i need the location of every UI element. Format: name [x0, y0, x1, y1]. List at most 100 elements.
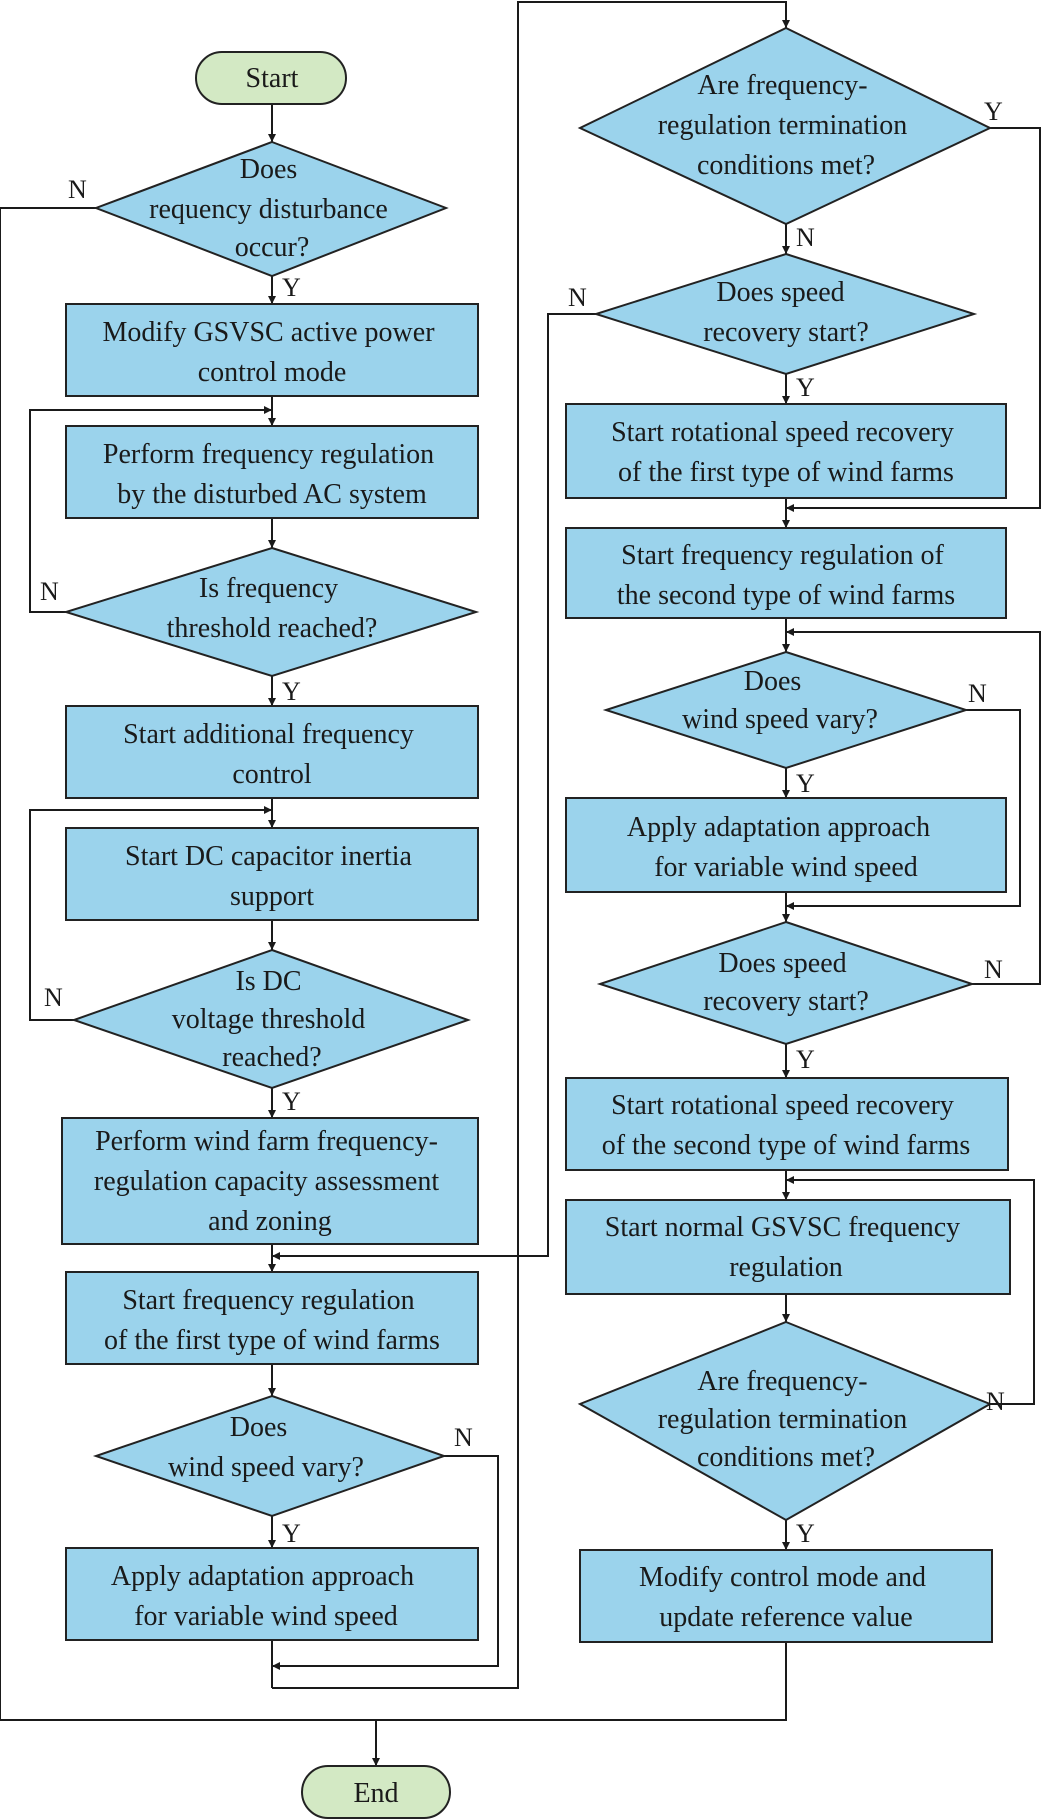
speed-recov-1-line-1: Does speed: [716, 277, 844, 308]
process-modify-gsvsc: [65, 303, 479, 397]
svg-text:Does wind speed vary?: Does wind speed vary?: [168, 1412, 364, 1483]
normal-line-2: regulation: [729, 1252, 843, 1283]
decision-term-2: [577, 1320, 993, 1522]
disturb-line-3: occur?: [235, 232, 310, 263]
edge-speedrecov1-no: [272, 313, 596, 1260]
branch-labels: N Y N Y N Y N Y Y N N Y N Y N Y N Y: [40, 97, 1005, 1548]
assess-line-3: and zoning: [208, 1206, 332, 1237]
branch-no: N: [968, 679, 987, 708]
svg-text:Start additional frequency: Start additional frequency control: [123, 719, 421, 790]
additional-line-2: control: [232, 759, 312, 790]
rot-second-line-2: of the second type of wind farms: [602, 1130, 971, 1161]
decision-freq-threshold: [62, 546, 480, 678]
rot-first-line-1: Start rotational speed recovery: [611, 417, 954, 448]
wind-vary-2-line-1: Does: [744, 666, 802, 697]
process-assess-zoning: [61, 1117, 479, 1245]
disturb-line-1: Does: [240, 154, 298, 185]
decision-term-1: [577, 26, 993, 226]
process-apply-adapt-1: [65, 1547, 479, 1641]
assess-line-2: regulation capacity assessment: [94, 1166, 439, 1197]
decision-dc-voltage: [70, 948, 472, 1090]
decision-speed-recov-1: [592, 252, 978, 376]
branch-yes: Y: [984, 97, 1003, 126]
branch-yes: Y: [796, 769, 815, 798]
process-start-additional: [65, 705, 479, 799]
svg-text:Are frequency- regulatio: Are frequency- regulation termination co…: [658, 1366, 915, 1473]
modify-gsvsc-line-2: control mode: [198, 357, 347, 388]
branch-no: N: [44, 983, 63, 1012]
branch-no: N: [796, 223, 815, 252]
svg-text:Apply adaptation approach: Apply adaptation approach for variable w…: [627, 812, 937, 883]
speed-recov-2-line-2: recovery start?: [703, 986, 869, 1017]
branch-yes: Y: [282, 273, 301, 302]
svg-text:Start rotational speed recover: Start rotational speed recovery of the f…: [611, 417, 961, 488]
svg-text:N: N: [968, 679, 987, 708]
apply-1-line-1: Apply adaptation approach: [111, 1561, 414, 1592]
dc-cap-line-1: Start DC capacitor inertia: [125, 841, 412, 872]
edge-disturb-no: [0, 207, 380, 1766]
branch-yes: Y: [796, 373, 815, 402]
process-start-rot-first: [565, 403, 1007, 499]
svg-text:Does speed recovery star: Does speed recovery start?: [703, 948, 869, 1017]
svg-text:Perform frequency regulation: Perform frequency regulation by the dist…: [103, 439, 441, 510]
edge-speedrecov2-no: [786, 628, 1041, 985]
svg-text:End: End: [353, 1778, 398, 1809]
svg-text:N: N: [984, 955, 1003, 984]
end-label: End: [353, 1778, 398, 1809]
term-2-line-1: Are frequency-: [697, 1366, 867, 1397]
normal-line-1: Start normal GSVSC frequency: [605, 1212, 960, 1243]
shapes: [61, 26, 1011, 1819]
svg-text:Start: Start: [246, 63, 299, 94]
start-label: Start: [246, 63, 299, 94]
svg-text:Y: Y: [796, 373, 815, 402]
svg-text:Start frequency regulation: Start frequency regulation of the first …: [104, 1285, 440, 1356]
start-terminal: [195, 51, 347, 105]
branch-yes: Y: [796, 1519, 815, 1548]
end-terminal: [301, 1765, 451, 1819]
term-2-line-3: conditions met?: [697, 1442, 875, 1473]
modify-control-line-2: update reference value: [659, 1602, 912, 1633]
branch-yes: Y: [282, 677, 301, 706]
apply-1-line-2: for variable wind speed: [134, 1601, 398, 1632]
svg-text:Is frequency threshold r: Is frequency threshold reached?: [167, 573, 378, 644]
svg-text:Is DC voltage threshold: Is DC voltage threshold reached?: [172, 966, 373, 1073]
svg-text:Apply adaptation approach: Apply adaptation approach for variable w…: [111, 1561, 421, 1632]
branch-yes: Y: [796, 1045, 815, 1074]
freq-threshold-line-2: threshold reached?: [167, 613, 378, 644]
rot-second-line-1: Start rotational speed recovery: [611, 1090, 954, 1121]
svg-text:Start normal GSVSC frequency: Start normal GSVSC frequency regulation: [605, 1212, 967, 1283]
speed-recov-2-line-1: Does speed: [718, 948, 846, 979]
dc-cap-line-2: support: [230, 881, 314, 912]
branch-no: N: [68, 175, 87, 204]
svg-text:N: N: [454, 1423, 473, 1452]
svg-text:N: N: [986, 1387, 1005, 1416]
svg-text:Y: Y: [796, 1519, 815, 1548]
edge-term1-yes: [786, 127, 1041, 512]
svg-text:Y: Y: [282, 1087, 301, 1116]
edge-windvary1-no: [272, 1455, 499, 1670]
term-1-line-1: Are frequency-: [697, 70, 867, 101]
svg-text:Y: Y: [282, 273, 301, 302]
freq-second-line-1: Start frequency regulation of: [621, 540, 944, 571]
branch-no: N: [984, 955, 1003, 984]
edge-dcthreshold-no-loop: [29, 806, 272, 1021]
edge-threshold-no-loop: [29, 406, 272, 613]
branch-no: N: [568, 283, 587, 312]
dc-voltage-line-2: voltage threshold: [172, 1004, 366, 1035]
process-start-rot-second: [565, 1077, 1009, 1171]
dc-voltage-line-1: Is DC: [235, 966, 301, 997]
svg-text:Perform wind farm frequency-: Perform wind farm frequency- regulation …: [94, 1126, 446, 1237]
edge-term2-no: [786, 1176, 1035, 1405]
term-1-line-3: conditions met?: [697, 150, 875, 181]
assess-line-1: Perform wind farm frequency-: [95, 1126, 438, 1157]
svg-text:Does speed recovery star: Does speed recovery start?: [703, 277, 869, 348]
svg-text:Modify control mode and: Modify control mode and update reference…: [639, 1562, 933, 1633]
perform-ac-line-1: Perform frequency regulation: [103, 439, 434, 470]
speed-recov-1-line-2: recovery start?: [703, 317, 869, 348]
process-start-normal: [565, 1199, 1011, 1295]
node-labels: Start Does requency disturbance occur? M…: [94, 63, 970, 1809]
process-modify-control: [579, 1549, 993, 1643]
freq-second-line-2: the second type of wind farms: [617, 580, 955, 611]
branch-no: N: [454, 1423, 473, 1452]
